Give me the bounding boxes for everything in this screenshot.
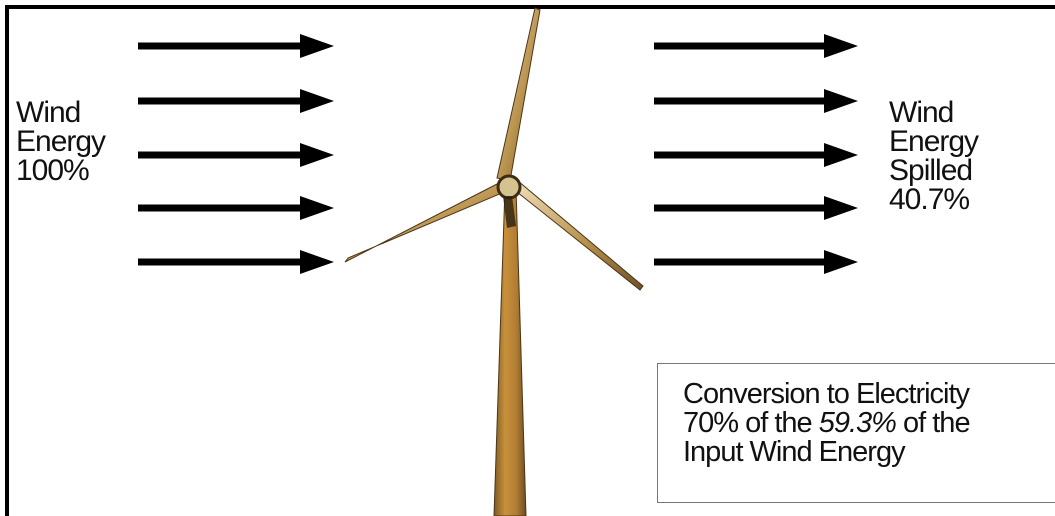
right-blade	[511, 180, 644, 291]
left-wind-energy-label: Wind Energy 100%	[16, 96, 131, 187]
upper-blade	[496, 7, 541, 182]
right-label-line-3: Spilled	[889, 154, 973, 187]
right-arrow-2	[654, 89, 858, 113]
conversion-line-2-prefix: 70% of the	[683, 407, 819, 439]
left-arrow-5	[138, 250, 334, 274]
conversion-line-3: Input Wind Energy	[683, 436, 906, 468]
right-arrow-1	[654, 34, 858, 58]
conversion-line-2-emphasis: 59.3%	[818, 407, 897, 439]
left-label-line-2: Energy	[16, 125, 106, 158]
conversion-line-1: Conversion to Electricity	[683, 378, 970, 410]
left-arrow-3	[138, 143, 334, 167]
right-arrow-4	[654, 196, 858, 220]
conversion-line-2-suffix: of the	[895, 407, 971, 439]
right-arrow-3	[654, 143, 858, 167]
right-label-line-4: 40.7%	[889, 183, 970, 216]
turbine-hub	[496, 174, 522, 200]
left-label-line-3: 100%	[16, 154, 90, 187]
conversion-info-box: Conversion to Electricity 70% of the 59.…	[657, 363, 1055, 503]
right-label-line-2: Energy	[889, 125, 979, 158]
nacelle-shadow	[503, 196, 516, 228]
right-arrow-5	[654, 250, 858, 274]
left-arrow-2	[138, 89, 334, 113]
wind-turbine	[344, 7, 644, 516]
conversion-line-2: 70% of the 59.3% of the	[683, 409, 1055, 438]
left-arrow-4	[138, 196, 334, 220]
left-blade	[344, 182, 511, 263]
right-wind-energy-label: Wind Energy Spilled 40.7%	[889, 96, 1039, 216]
left-label-line-1: Wind	[16, 96, 81, 129]
turbine-tower	[493, 187, 527, 516]
right-wind-arrows	[654, 34, 858, 274]
right-label-line-1: Wind	[889, 96, 954, 129]
left-arrow-1	[138, 34, 334, 58]
left-wind-arrows	[138, 34, 334, 274]
